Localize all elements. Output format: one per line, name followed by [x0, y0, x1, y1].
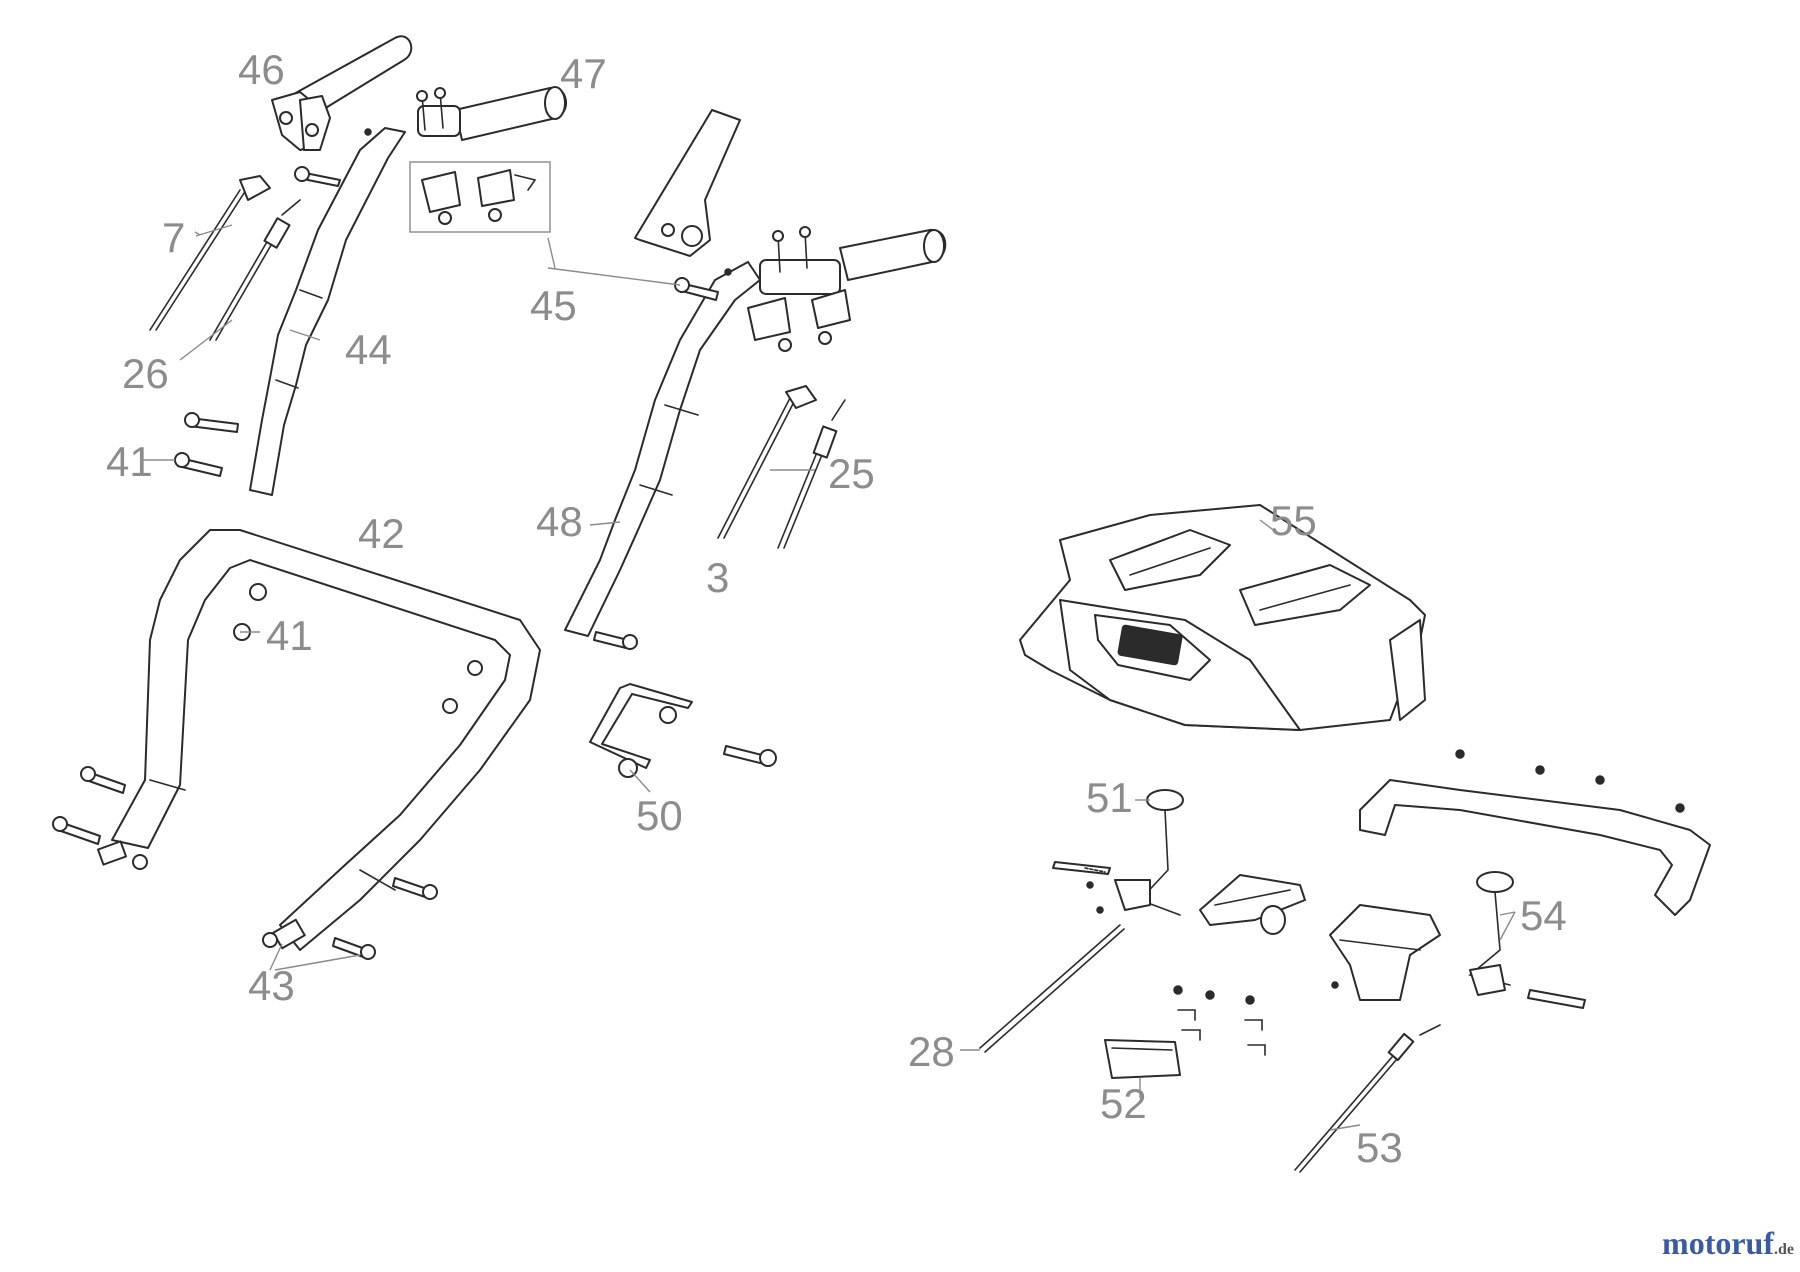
cable-26 — [209, 199, 301, 341]
callout-44: 44 — [345, 326, 392, 373]
upper-handle-left — [249, 127, 406, 496]
small-clips — [1086, 881, 1339, 1056]
callout-41-lower: 41 — [266, 612, 313, 659]
bolts-lower-left — [52, 766, 126, 845]
plate-top-right — [634, 109, 741, 257]
height-bracket-right — [1329, 904, 1441, 1001]
callout-25: 25 — [828, 450, 875, 497]
brackets-right — [674, 268, 851, 352]
callout-54: 54 — [1520, 892, 1567, 939]
callout-42: 42 — [358, 510, 405, 557]
callout-41-upper: 41 — [106, 438, 153, 485]
callout-45: 45 — [530, 282, 577, 329]
height-lever-54 — [1468, 871, 1586, 1009]
callout-52: 52 — [1100, 1080, 1147, 1127]
watermark-logo: motoruf.de — [1662, 1225, 1794, 1262]
cable-25 — [777, 399, 846, 549]
grass-bag-55 — [1019, 504, 1426, 731]
height-bracket-left — [1199, 874, 1306, 935]
callout-labels: 46 47 7 45 26 44 41 25 42 48 3 55 41 50 … — [106, 46, 1567, 1171]
callout-26: 26 — [122, 350, 169, 397]
handle-grip-46 — [271, 35, 413, 151]
nuts-42 — [132, 583, 483, 948]
cable-53 — [1294, 1024, 1441, 1173]
leader-lines — [142, 224, 1516, 1131]
hardware-near-44 — [294, 128, 372, 187]
cable-7 — [149, 175, 271, 331]
bolts-center — [593, 631, 777, 767]
watermark-text: motoruf — [1662, 1225, 1774, 1261]
callout-55: 55 — [1270, 497, 1317, 544]
callout-43: 43 — [248, 962, 295, 1009]
watermark-tld: .de — [1774, 1241, 1794, 1258]
callout-50: 50 — [636, 792, 683, 839]
rod-28 — [979, 924, 1125, 1053]
bracket-kit-45 — [409, 161, 551, 233]
callout-47: 47 — [560, 50, 607, 97]
cable-3 — [717, 385, 817, 539]
callout-53: 53 — [1356, 1124, 1403, 1171]
handle-grip-47 — [416, 86, 567, 141]
rear-guard — [1359, 749, 1711, 916]
upper-handle-right — [564, 261, 761, 637]
pad-52 — [1104, 1039, 1181, 1079]
callout-48: 48 — [536, 498, 583, 545]
bracket-50 — [589, 683, 693, 778]
bolts-43 — [332, 877, 438, 960]
callout-46: 46 — [238, 46, 285, 93]
handle-grip-right — [759, 226, 947, 295]
callout-7: 7 — [162, 214, 185, 261]
callout-51: 51 — [1086, 774, 1133, 821]
callout-28: 28 — [908, 1028, 955, 1075]
bolts-41-left — [174, 412, 239, 477]
callout-3: 3 — [706, 554, 729, 601]
lower-handle-42 — [96, 529, 541, 951]
